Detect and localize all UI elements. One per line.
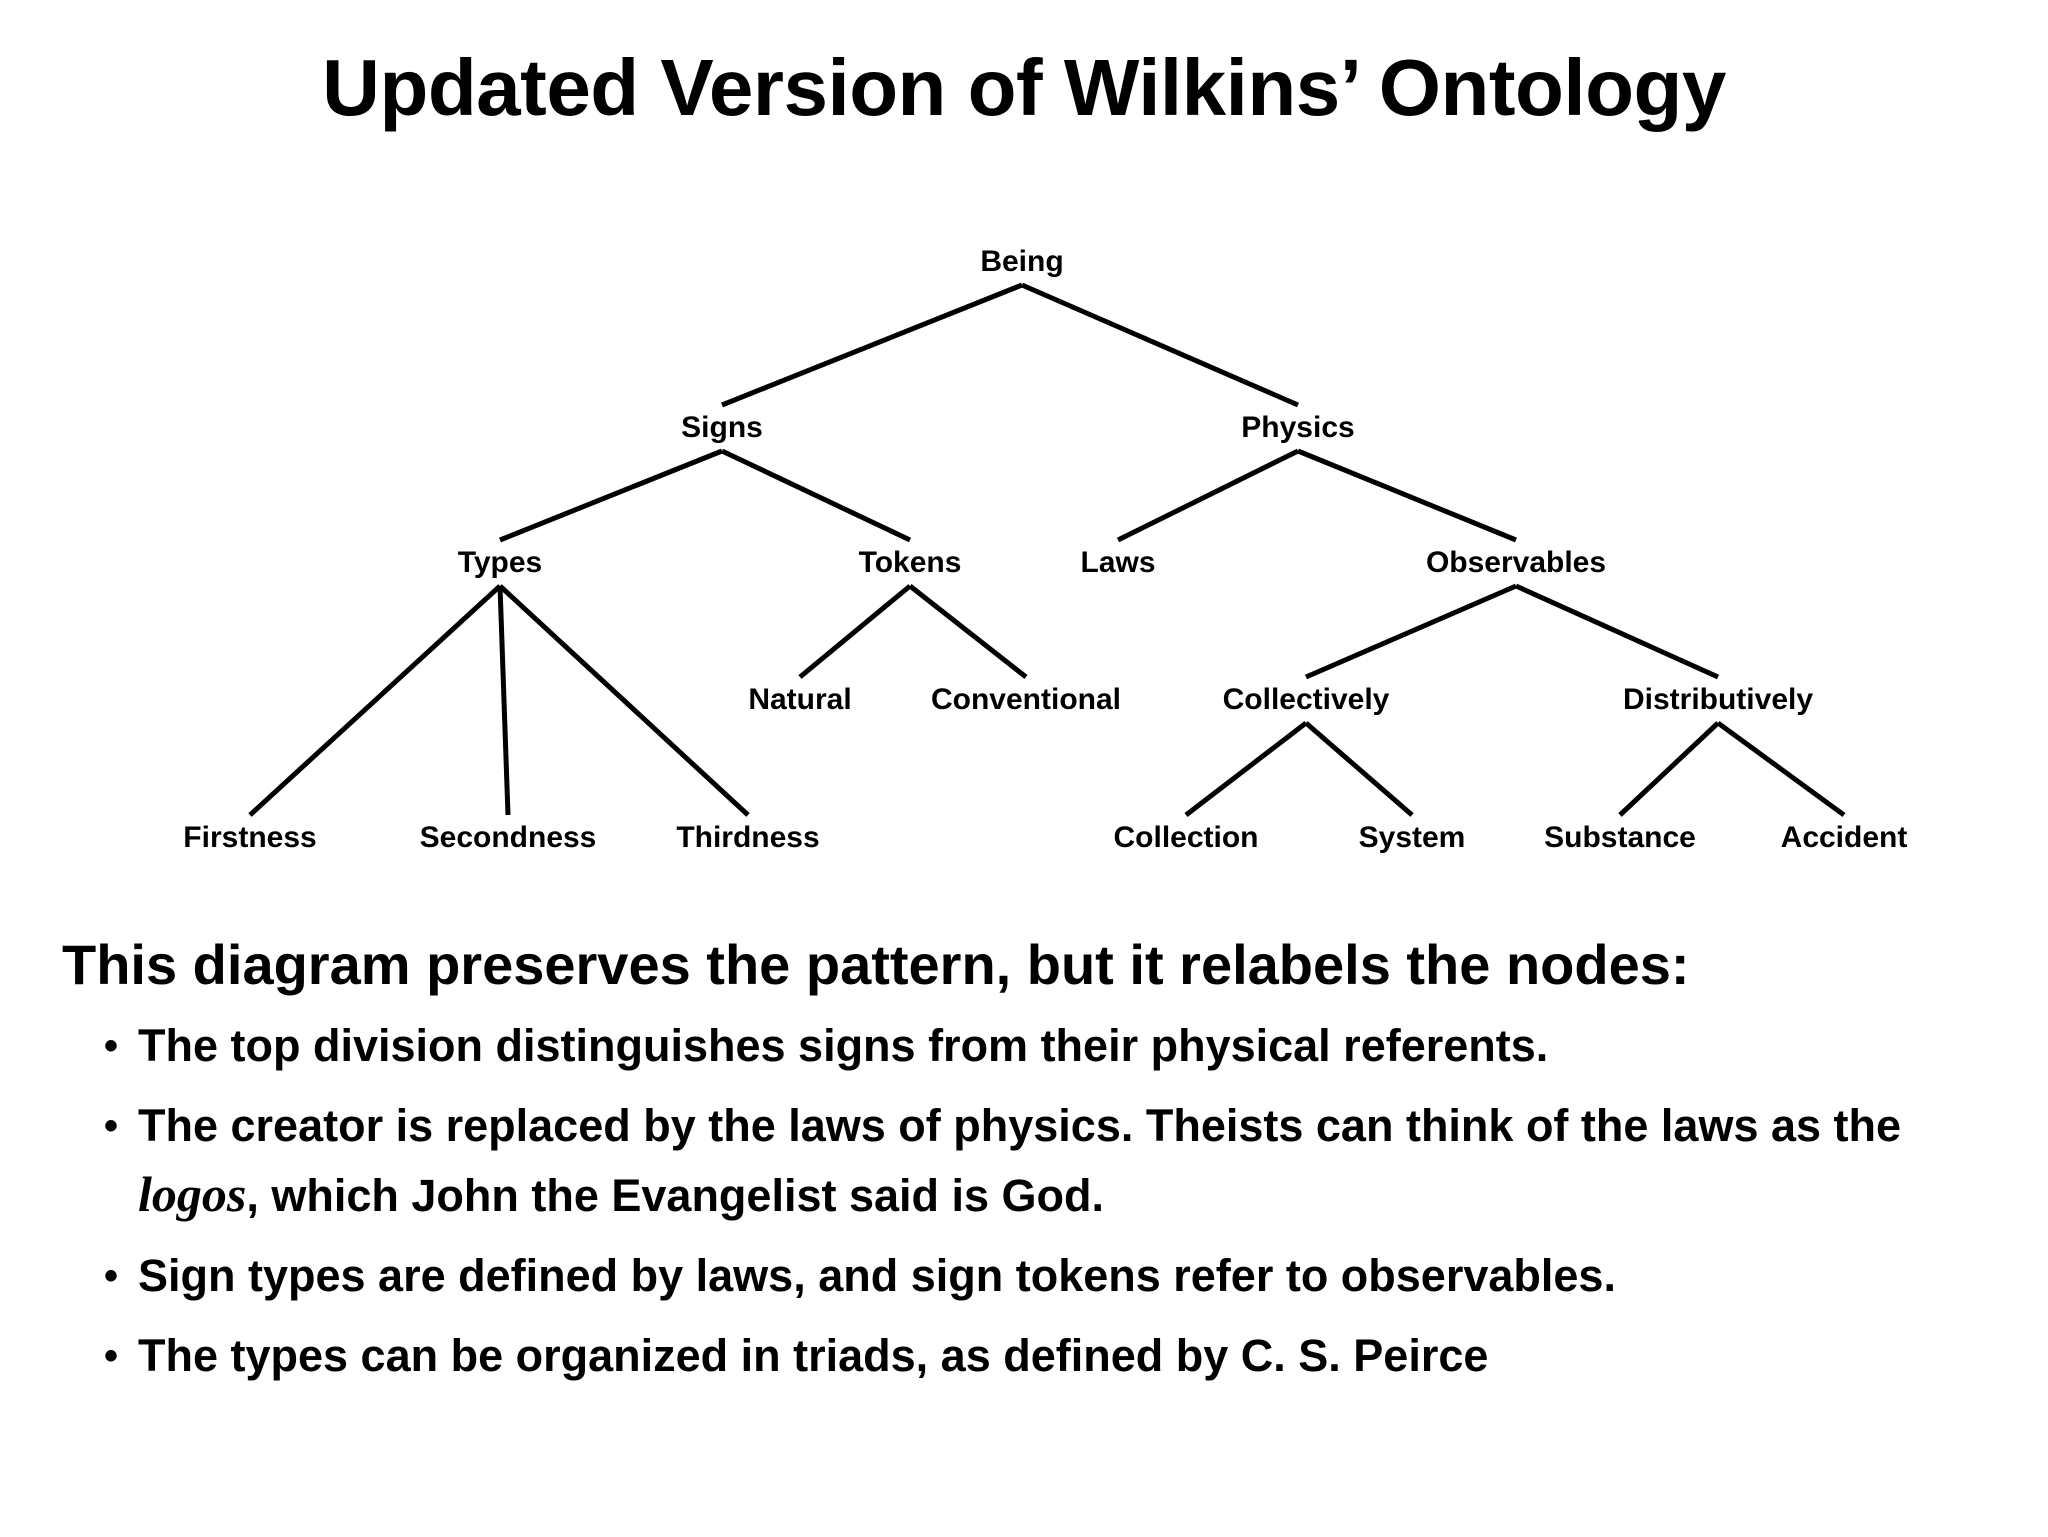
tree-edge-signs-to-types <box>499 448 723 543</box>
tree-node-system: System <box>1358 821 1466 854</box>
tree-node-firstness: Firstness <box>183 821 317 854</box>
tree-node-physics: Physics <box>1241 411 1355 444</box>
bullet-point-icon: • <box>104 1104 119 1148</box>
page-title: Updated Version of Wilkins’ Ontology <box>322 43 1726 132</box>
tree-node-natural: Natural <box>748 683 852 716</box>
tree-edge-types-to-secondness <box>497 585 511 816</box>
tree-node-being: Being <box>980 245 1064 278</box>
bullet-top-division: • The top division distinguishes signs fr… <box>104 1012 1958 1080</box>
bullet-text-run-0: Sign types are defined by laws, and sign… <box>138 1250 1616 1301</box>
tree-node-conventional: Conventional <box>930 683 1122 716</box>
bullet-text-run-0: The top division distinguishes signs fro… <box>138 1020 1549 1071</box>
tree-edge-types-to-firstness <box>248 584 502 817</box>
bullet-point-icon: • <box>104 1254 119 1298</box>
tree-edge-being-to-physics <box>1021 282 1299 408</box>
emphasis-term: logos <box>138 1166 247 1222</box>
tree-edge-layer <box>248 282 1846 818</box>
bullet-text-run-0: The creator is replaced by the laws of p… <box>138 1100 1902 1151</box>
tree-edge-observables-to-distributively <box>1514 583 1720 680</box>
tree-edge-observables-to-collectively <box>1305 583 1517 680</box>
tree-node-accident: Accident <box>1780 821 1908 854</box>
tree-edge-collectively-to-system <box>1304 721 1414 817</box>
tree-node-observables: Observables <box>1425 546 1607 579</box>
tree-node-substance: Substance <box>1544 821 1696 854</box>
tree-node-collection: Collection <box>1113 821 1259 854</box>
tree-edge-tokens-to-natural <box>798 584 912 679</box>
tree-edge-being-to-signs <box>721 282 1023 408</box>
tree-edge-physics-to-observables <box>1297 448 1517 543</box>
tree-edge-collectively-to-collection <box>1184 721 1308 817</box>
tree-edge-signs-to-tokens <box>720 448 912 543</box>
tree-node-distributively: Distributively <box>1622 683 1814 716</box>
bullet-creator-laws: • The creator is replaced by the laws of … <box>104 1092 1958 1230</box>
lead-statement: This diagram preserves the pattern, but … <box>62 933 1690 996</box>
bullet-text-run-2: , which John the Evangelist said is God. <box>246 1170 1105 1221</box>
tree-edge-distributively-to-accident <box>1716 720 1846 818</box>
tree-node-tokens: Tokens <box>858 546 962 579</box>
body-copy: This diagram preserves the pattern, but … <box>0 930 2048 1402</box>
bullet-point-icon: • <box>104 1024 119 1068</box>
bullet-triads: • The types can be organized in triads, a… <box>104 1322 1958 1390</box>
bullet-list: • The top division distinguishes signs fr… <box>0 1012 2048 1390</box>
tree-edge-physics-to-laws <box>1116 448 1300 543</box>
tree-edge-tokens-to-conventional <box>908 584 1028 679</box>
tree-node-types: Types <box>457 546 543 579</box>
tree-node-laws: Laws <box>1080 546 1156 579</box>
tree-node-secondness: Secondness <box>419 821 597 854</box>
tree-edge-distributively-to-substance <box>1618 721 1720 817</box>
bullet-sign-types: • Sign types are defined by laws, and sig… <box>104 1242 1958 1310</box>
bullet-text-run-0: The types can be organized in triads, as… <box>138 1330 1489 1381</box>
tree-node-thirdness: Thirdness <box>676 821 820 854</box>
tree-edge-types-to-thirdness <box>498 584 750 817</box>
tree-node-signs: Signs <box>681 411 763 444</box>
tree-node-collectively: Collectively <box>1222 683 1390 716</box>
bullet-point-icon: • <box>104 1334 119 1378</box>
